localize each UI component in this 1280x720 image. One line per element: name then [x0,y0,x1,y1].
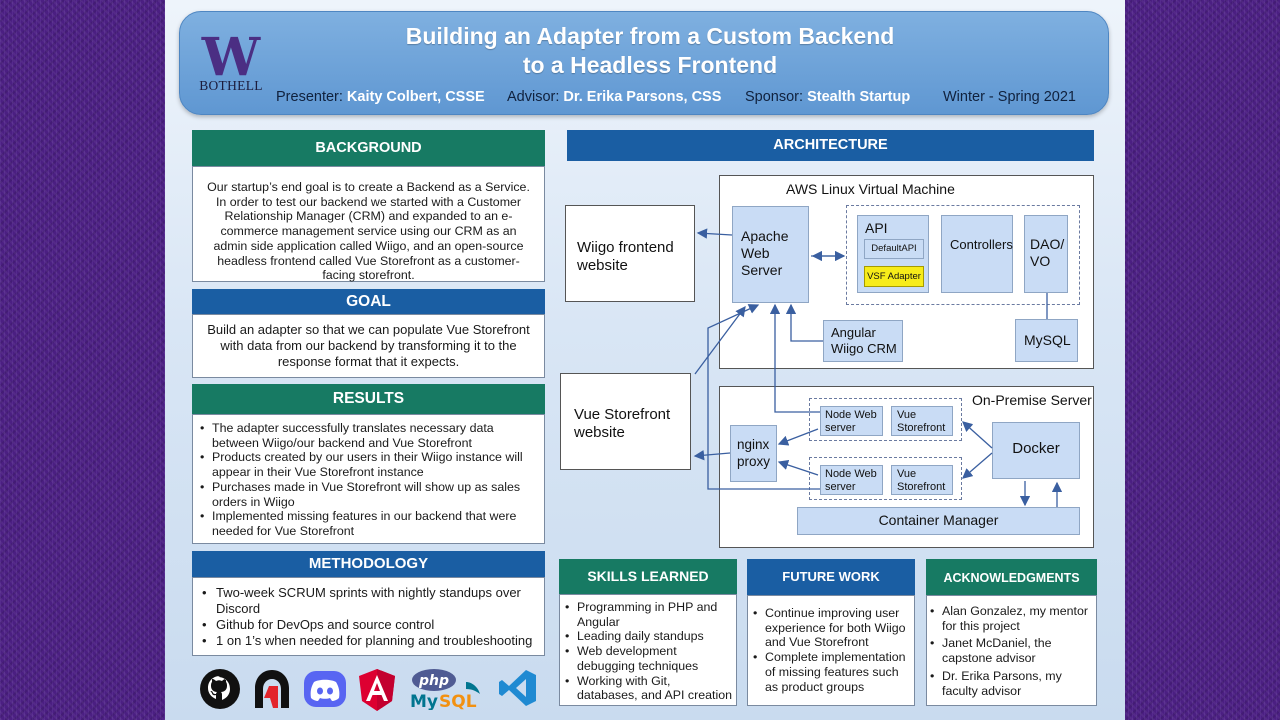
node2-to-apache-arrow [707,304,820,490]
results-item: Products created by our users in their W… [197,450,538,479]
skills-heading: SKILLS LEARNED [559,559,737,594]
vue-storefront-website-box: Vue Storefront website [560,373,691,470]
architecture-diagram: AWS Linux Virtual Machine Wiigo frontend… [560,160,1096,552]
node2-to-nginx-arrow [777,459,819,476]
background-card: Our startup’s end goal is to create a Ba… [192,166,545,282]
skills-item: Leading daily standups [562,629,732,644]
results-heading: RESULTS [192,384,545,414]
background-heading: BACKGROUND [192,130,545,166]
container-group-1 [809,398,962,441]
container-manager-box: Container Manager [797,507,1080,535]
onprem-label: On-Premise Server [972,392,1092,408]
skills-card: Programming in PHP and Angular Leading d… [559,594,737,706]
advisor-credit: Advisor: Dr. Erika Parsons, CSS [507,89,721,105]
nginx-proxy-box: nginx proxy [730,425,777,482]
skills-list: Programming in PHP and Angular Leading d… [562,600,732,703]
goal-card: Build an adapter so that we can populate… [192,314,545,378]
results-list: The adapter successfully translates nece… [197,421,538,539]
sponsor-label: Sponsor: [745,89,808,105]
poster-title: Building an Adapter from a Custom Backen… [300,22,1000,80]
uw-logo-text: BOTHELL [199,78,263,93]
poster: W BOTHELL Building an Adapter from a Cus… [165,0,1125,720]
aws-vm-label: AWS Linux Virtual Machine [786,181,955,197]
uw-logo-letter: W [201,27,261,88]
apache-to-wiigo-arrow [696,228,733,239]
fabric-icon [252,668,292,710]
crm-to-apache-arrow [785,303,823,342]
methodology-item: Two-week SCRUM sprints with nightly stan… [199,585,538,617]
future-item: Continue improving user experience for b… [750,606,910,650]
results-item: Implemented missing features in our back… [197,509,538,538]
acknowledgments-card: Alan Gonzalez, my mentor for this projec… [926,595,1097,706]
sponsor-name: Stealth Startup [807,89,911,105]
vue-storefront-1-box: Vue Storefront [891,406,953,436]
skills-item: Web development debugging techniques [562,644,732,673]
acknowledgments-heading: ACKNOWLEDGMENTS [926,559,1097,595]
mysql-box: MySQL [1015,319,1078,362]
apache-server-box: Apache Web Server [732,206,809,303]
future-heading: FUTURE WORK [747,559,915,595]
skills-item: Programming in PHP and Angular [562,600,732,629]
docker-to-group1-arrow [962,421,993,449]
mysql-logo-my: My [410,692,438,710]
term-label: Winter - Spring 2021 [943,89,1076,105]
vsf-website-to-apache-arrow [694,305,746,375]
acknowledgments-item: Dr. Erika Parsons, my faculty advisor [927,669,1092,698]
vue-storefront-2-box: Vue Storefront [891,465,953,495]
future-card: Continue improving user experience for b… [747,595,915,706]
vsf-adapter-box: VSF Adapter [864,266,924,287]
methodology-heading: METHODOLOGY [192,551,545,577]
node-server-2-box: Node Web server [820,465,883,495]
advisor-label: Advisor: [507,89,564,105]
results-item: The adapter successfully translates nece… [197,421,538,450]
architecture-connectors [693,228,1063,507]
future-list: Continue improving user experience for b… [750,606,910,694]
api-label: API [865,220,888,236]
presenter-credit: Presenter: Kaity Colbert, CSSE [276,89,485,105]
php-logo-text: php [418,673,449,689]
angular-icon [357,668,397,712]
title-line-2: to a Headless Frontend [522,52,778,78]
methodology-list: Two-week SCRUM sprints with nightly stan… [199,585,538,649]
mysql-logo-sql: SQL [439,692,477,710]
skills-item: Working with Git, databases, and API cre… [562,674,732,703]
title-line-1: Building an Adapter from a Custom Backen… [405,23,895,49]
presenter-name: Kaity Colbert, CSSE [346,89,485,105]
php-mysql-icon: php My SQL [408,668,488,712]
sponsor-credit: Sponsor: Stealth Startup [745,89,910,105]
acknowledgments-item: Janet McDaniel, the capstone advisor [927,636,1092,665]
controllers-box: Controllers [941,215,1013,293]
default-api-box: DefaultAPI [864,239,924,259]
advisor-name: Dr. Erika Parsons, CSS [563,89,722,105]
future-item: Complete implementation of missing featu… [750,650,910,694]
goal-heading: GOAL [192,289,545,314]
node1-to-nginx-arrow [777,428,819,446]
acknowledgments-item: Alan Gonzalez, my mentor for this projec… [927,604,1092,633]
methodology-item: 1 on 1’s when needed for planning and tr… [199,633,538,649]
docker-box: Docker [992,422,1080,479]
dao-vo-box: DAO/ VO [1024,215,1068,293]
results-item: Purchases made in Vue Storefront will sh… [197,480,538,509]
docker-to-group2-arrow [962,452,993,479]
github-icon [199,668,241,710]
nginx-to-vsf-website-arrow [693,450,731,461]
angular-crm-box: Angular Wiigo CRM [823,320,903,362]
background-text: Our startup’s end goal is to create a Ba… [207,180,530,283]
vscode-icon [498,668,538,708]
results-card: The adapter successfully translates nece… [192,414,545,544]
wiigo-frontend-box: Wiigo frontend website [565,205,695,302]
presenter-label: Presenter: [276,89,347,105]
goal-text: Build an adapter so that we can populate… [207,322,530,369]
node-server-1-box: Node Web server [820,406,883,436]
methodology-item: Github for DevOps and source control [199,617,538,633]
architecture-heading: ARCHITECTURE [567,130,1094,161]
acknowledgments-list: Alan Gonzalez, my mentor for this projec… [927,604,1092,698]
methodology-card: Two-week SCRUM sprints with nightly stan… [192,577,545,656]
container-group-2 [809,457,962,500]
node1-to-apache-arrow [769,303,820,413]
poster-header: W BOTHELL Building an Adapter from a Cus… [179,11,1109,115]
discord-icon [303,670,347,708]
backend-group [846,205,1080,305]
